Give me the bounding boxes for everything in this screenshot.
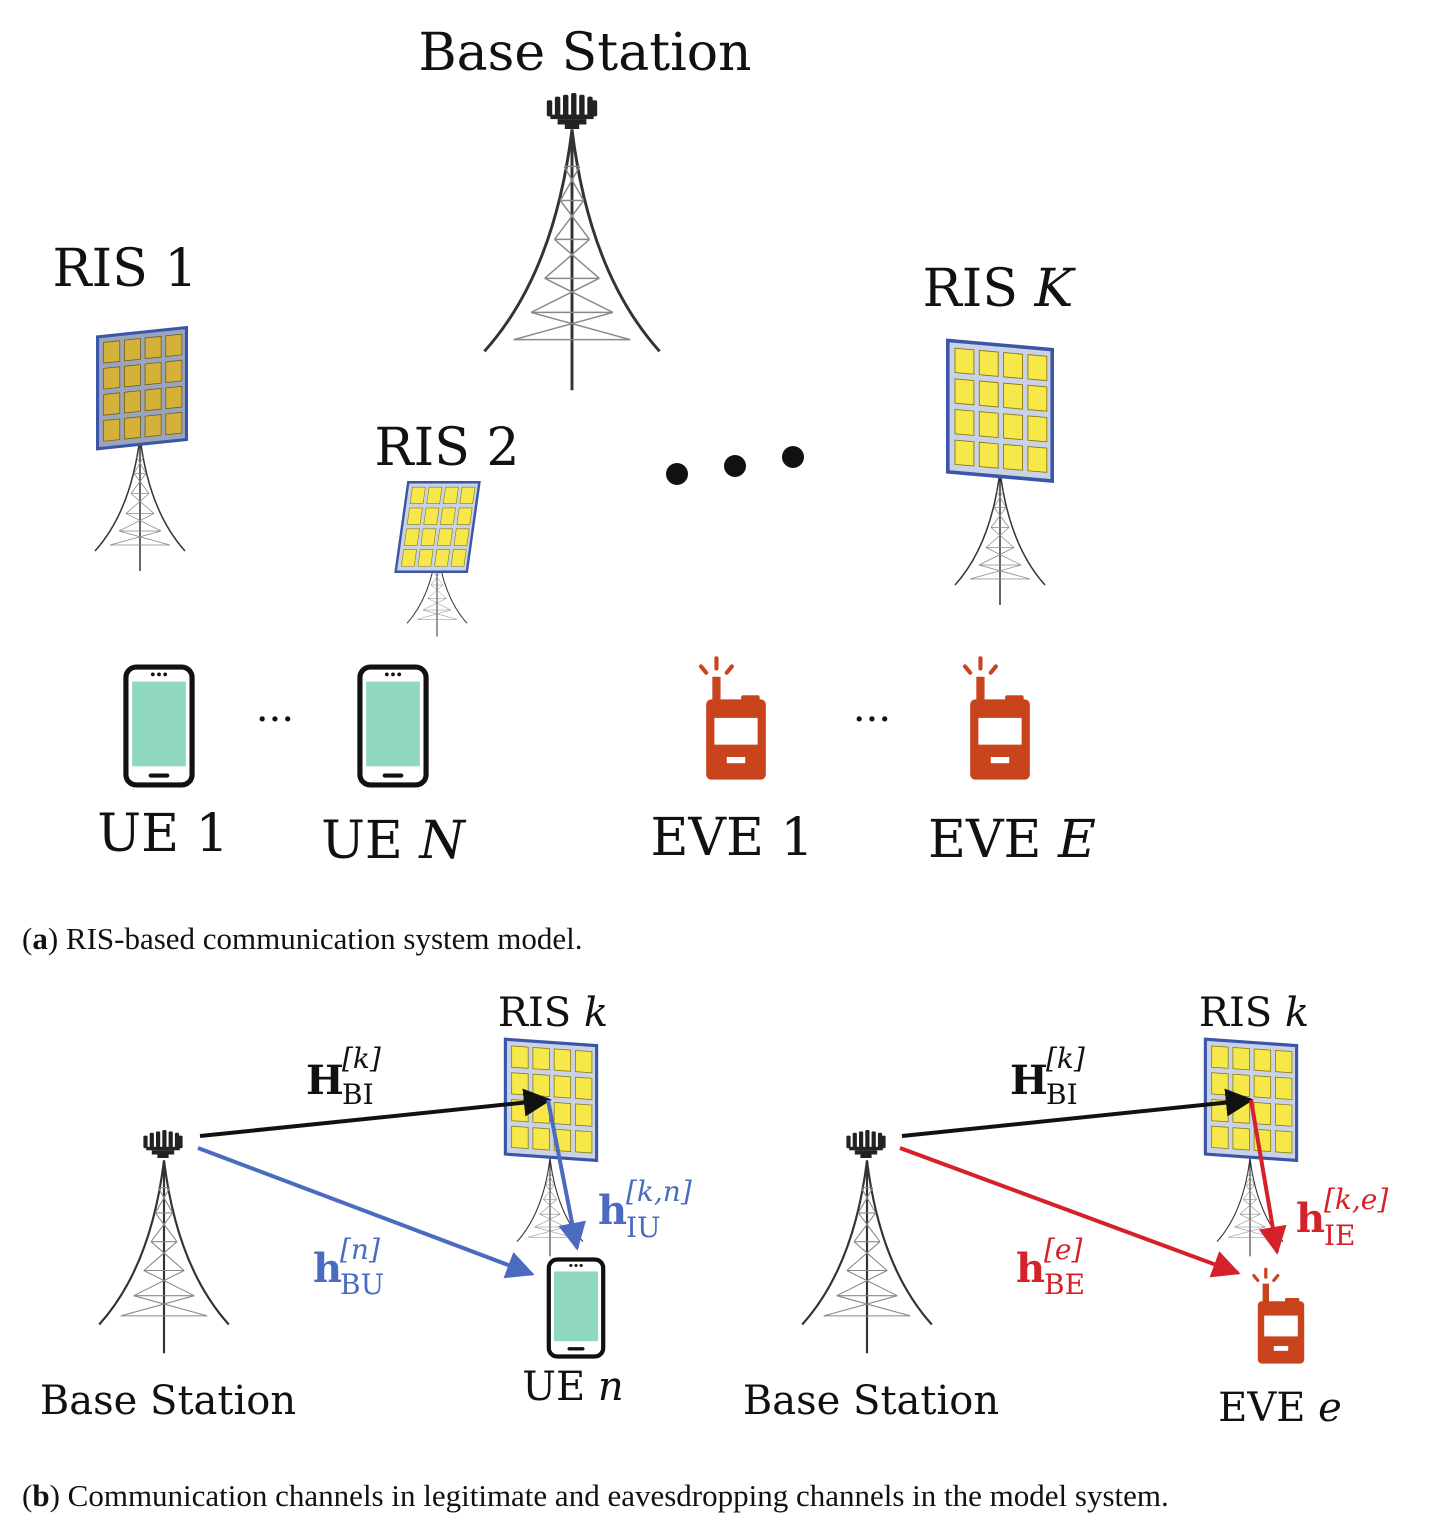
left-ris-label: RIS k xyxy=(498,990,608,1036)
eveE-eavesdropper-icon xyxy=(965,658,1030,779)
svg-text:BU: BU xyxy=(340,1268,384,1301)
left-ue-label: UE n xyxy=(522,1364,623,1410)
left-h-bi-label: H [k] BI xyxy=(306,1042,381,1111)
svg-text:[k,e]: [k,e] xyxy=(1324,1183,1388,1216)
right-h-bi-label: H [k] BI xyxy=(1010,1042,1085,1111)
ris2-label: RIS 2 xyxy=(375,418,520,478)
svg-text:h: h xyxy=(598,1187,627,1234)
left-base-station-label: Base Station xyxy=(40,1378,296,1424)
h-bu-label: h [n] BU xyxy=(313,1233,384,1301)
h-be-label: h [e] BE xyxy=(1016,1233,1085,1301)
eve1-label: EVE 1 xyxy=(650,808,813,868)
right-base-station-label: Base Station xyxy=(743,1378,999,1424)
left-ue-phone-icon xyxy=(549,1260,603,1357)
svg-text:[k,n]: [k,n] xyxy=(626,1175,692,1208)
svg-text:BI: BI xyxy=(342,1078,374,1111)
base-station-label: Base Station xyxy=(418,23,751,83)
svg-text:h: h xyxy=(313,1245,342,1292)
svg-text:h: h xyxy=(1016,1245,1045,1292)
be-channel-arrow xyxy=(899,1146,1241,1278)
svg-text:H: H xyxy=(306,1057,344,1104)
right-bi-channel-arrow xyxy=(901,1088,1254,1138)
ue-ellipsis: ··· xyxy=(256,697,294,743)
bu-channel-arrow xyxy=(197,1146,535,1279)
svg-text:IE: IE xyxy=(1324,1219,1356,1252)
ris1-icon xyxy=(94,328,186,572)
h-iu-label: h [k,n] IU xyxy=(598,1175,692,1244)
right-eve-eavesdropper-icon xyxy=(1252,1267,1306,1366)
svg-text:h: h xyxy=(1296,1195,1325,1242)
ueN-phone-icon xyxy=(360,667,426,785)
ie-channel-arrow xyxy=(1249,1099,1287,1255)
ris2-icon xyxy=(396,482,480,638)
ue1-phone-icon xyxy=(126,667,192,785)
eve-ellipsis: ··· xyxy=(853,697,891,743)
caption-a: (a) RIS-based communication system model… xyxy=(22,921,583,956)
svg-text:BE: BE xyxy=(1044,1268,1085,1301)
ue1-label: UE 1 xyxy=(97,804,228,864)
left-base-station-tower-icon xyxy=(98,1130,230,1355)
eve1-eavesdropper-icon xyxy=(701,658,766,779)
h-ie-label: h [k,e] IE xyxy=(1296,1183,1388,1252)
ris1-label: RIS 1 xyxy=(53,239,198,299)
caption-b: (b) Communication channels in legitimate… xyxy=(22,1478,1169,1513)
svg-text:[n]: [n] xyxy=(340,1233,380,1266)
right-ris-icon xyxy=(1203,1037,1299,1257)
risK-icon xyxy=(948,340,1052,606)
right-eve-label: EVE e xyxy=(1218,1385,1342,1431)
ueN-label: UE N xyxy=(321,811,466,871)
svg-text:BI: BI xyxy=(1046,1078,1078,1111)
risK-label: RIS K xyxy=(923,259,1077,319)
svg-text:[e]: [e] xyxy=(1044,1233,1082,1266)
svg-text:H: H xyxy=(1010,1057,1048,1104)
ris-ellipsis xyxy=(666,446,804,485)
left-ris-icon xyxy=(503,1037,599,1257)
svg-text:IU: IU xyxy=(626,1211,661,1244)
svg-text:[k]: [k] xyxy=(342,1042,381,1075)
iu-channel-arrow xyxy=(546,1099,586,1251)
eveE-label: EVE E xyxy=(928,810,1096,870)
right-ris-label: RIS k xyxy=(1199,990,1309,1036)
right-base-station-tower-icon xyxy=(801,1130,933,1355)
svg-text:[k]: [k] xyxy=(1046,1042,1085,1075)
left-bi-channel-arrow xyxy=(199,1088,552,1138)
base-station-tower-icon xyxy=(482,93,662,392)
